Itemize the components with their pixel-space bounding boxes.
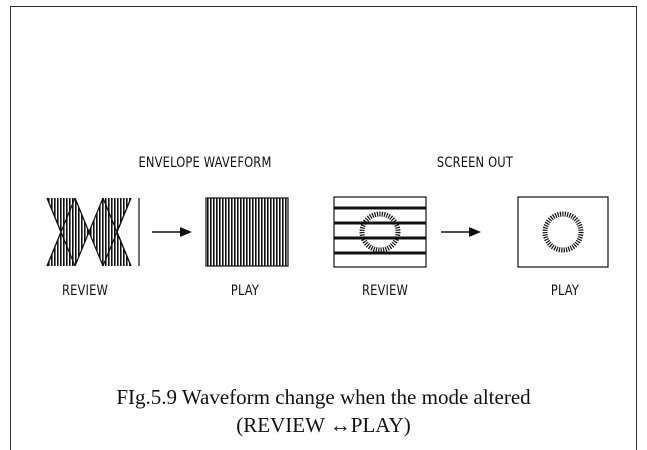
envelope-waveform-heading: ENVELOPE WAVEFORM: [138, 155, 272, 171]
envelope-play-waveform: [205, 197, 289, 267]
screen-play-label: PLAY: [550, 283, 580, 299]
frame-right-border: [636, 6, 637, 450]
envelope-play-label: PLAY: [230, 283, 260, 299]
screen-review-display: [333, 196, 427, 268]
figure-caption-line2: (REVIEW ↔PLAY): [236, 413, 411, 437]
frame-top-border: [10, 6, 637, 7]
screen-play-display: [517, 196, 609, 268]
figure-caption-line1: FIg.5.9 Waveform change when the mode al…: [116, 385, 531, 409]
screen-out-heading: SCREEN OUT: [436, 155, 514, 171]
arrow-right-icon: [152, 227, 192, 237]
arrow-right-icon: [441, 227, 481, 237]
envelope-review-waveform: [46, 197, 140, 267]
frame-left-border: [10, 6, 11, 450]
screen-review-label: REVIEW: [361, 283, 409, 299]
envelope-review-label: REVIEW: [61, 283, 109, 299]
